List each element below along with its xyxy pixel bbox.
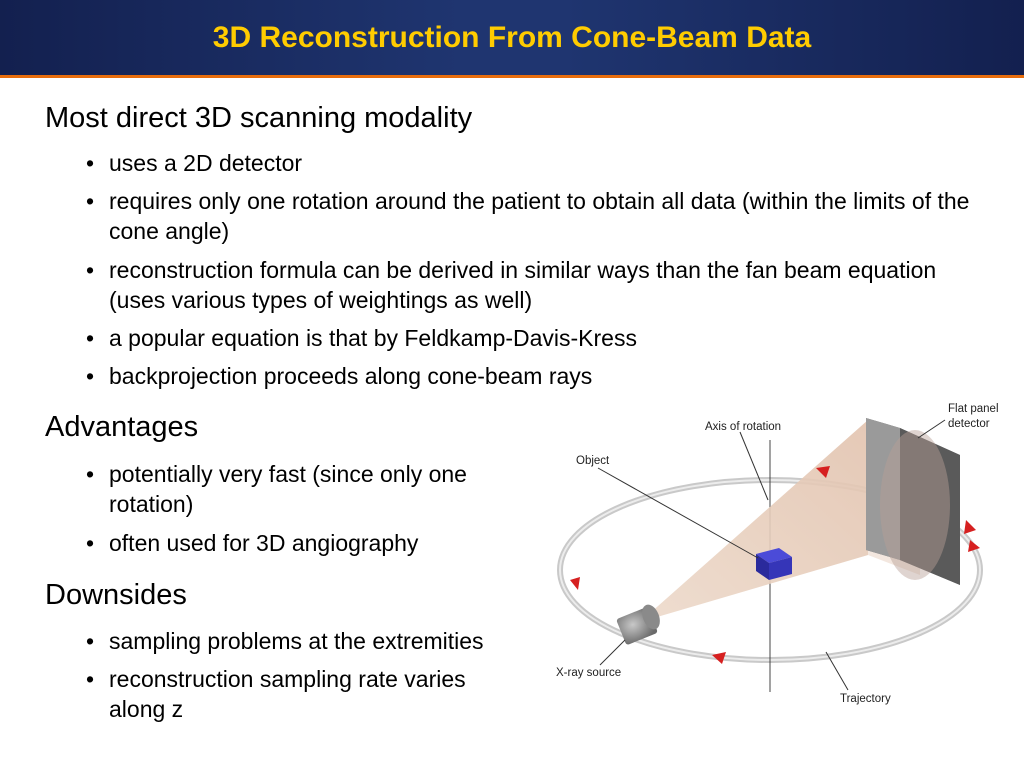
bullet-dot-icon: •: [86, 325, 95, 351]
bullet-item: • often used for 3D angiography: [86, 530, 419, 556]
title-bar: [0, 0, 1024, 75]
trajectory-markers: [570, 466, 980, 664]
bullet-dot-icon: •: [86, 363, 95, 389]
cone-beam: [640, 420, 868, 622]
bullet-item: • reconstruction formula can be derived …: [86, 257, 937, 313]
section-heading-modality: Most direct 3D scanning modality: [45, 102, 473, 134]
label-xray-source: X-ray source: [556, 667, 621, 679]
bullet-item: • reconstruction sampling rate varies al…: [86, 666, 466, 722]
bullet-dot-icon: •: [86, 257, 95, 283]
bullet-item: • potentially very fast (since only one …: [86, 461, 467, 517]
bullet-item: • backprojection proceeds along cone-bea…: [86, 363, 593, 389]
cone-beam-diagram: Axis of rotation Flat panel detector Obj…: [556, 403, 999, 705]
bullet-dot-icon: •: [86, 461, 95, 487]
label-flat-panel-2: detector: [948, 418, 990, 430]
title-rule: [0, 75, 1024, 78]
bullet-item: • a popular equation is that by Feldkamp…: [86, 325, 637, 351]
label-trajectory: Trajectory: [840, 693, 891, 705]
bullet-dot-icon: •: [86, 150, 95, 176]
bullet-dot-icon: •: [86, 530, 95, 556]
label-axis-of-rotation: Axis of rotation: [705, 421, 781, 433]
bullet-item: • requires only one rotation around the …: [86, 188, 970, 244]
bullet-dot-icon: •: [86, 628, 95, 654]
bullet-dot-icon: •: [86, 666, 95, 692]
slide-title: 3D Reconstruction From Cone-Beam Data: [212, 21, 812, 54]
label-object: Object: [576, 455, 610, 467]
bullet-dot-icon: •: [86, 188, 95, 214]
section-heading-advantages: Advantages: [45, 411, 199, 443]
bullet-item: • sampling problems at the extremities: [86, 628, 484, 654]
xray-source-icon: [616, 604, 660, 645]
section-heading-downsides: Downsides: [45, 579, 187, 611]
object-cube: [756, 548, 792, 580]
bullet-item: • uses a 2D detector: [86, 150, 303, 176]
label-flat-panel-1: Flat panel: [948, 403, 999, 415]
